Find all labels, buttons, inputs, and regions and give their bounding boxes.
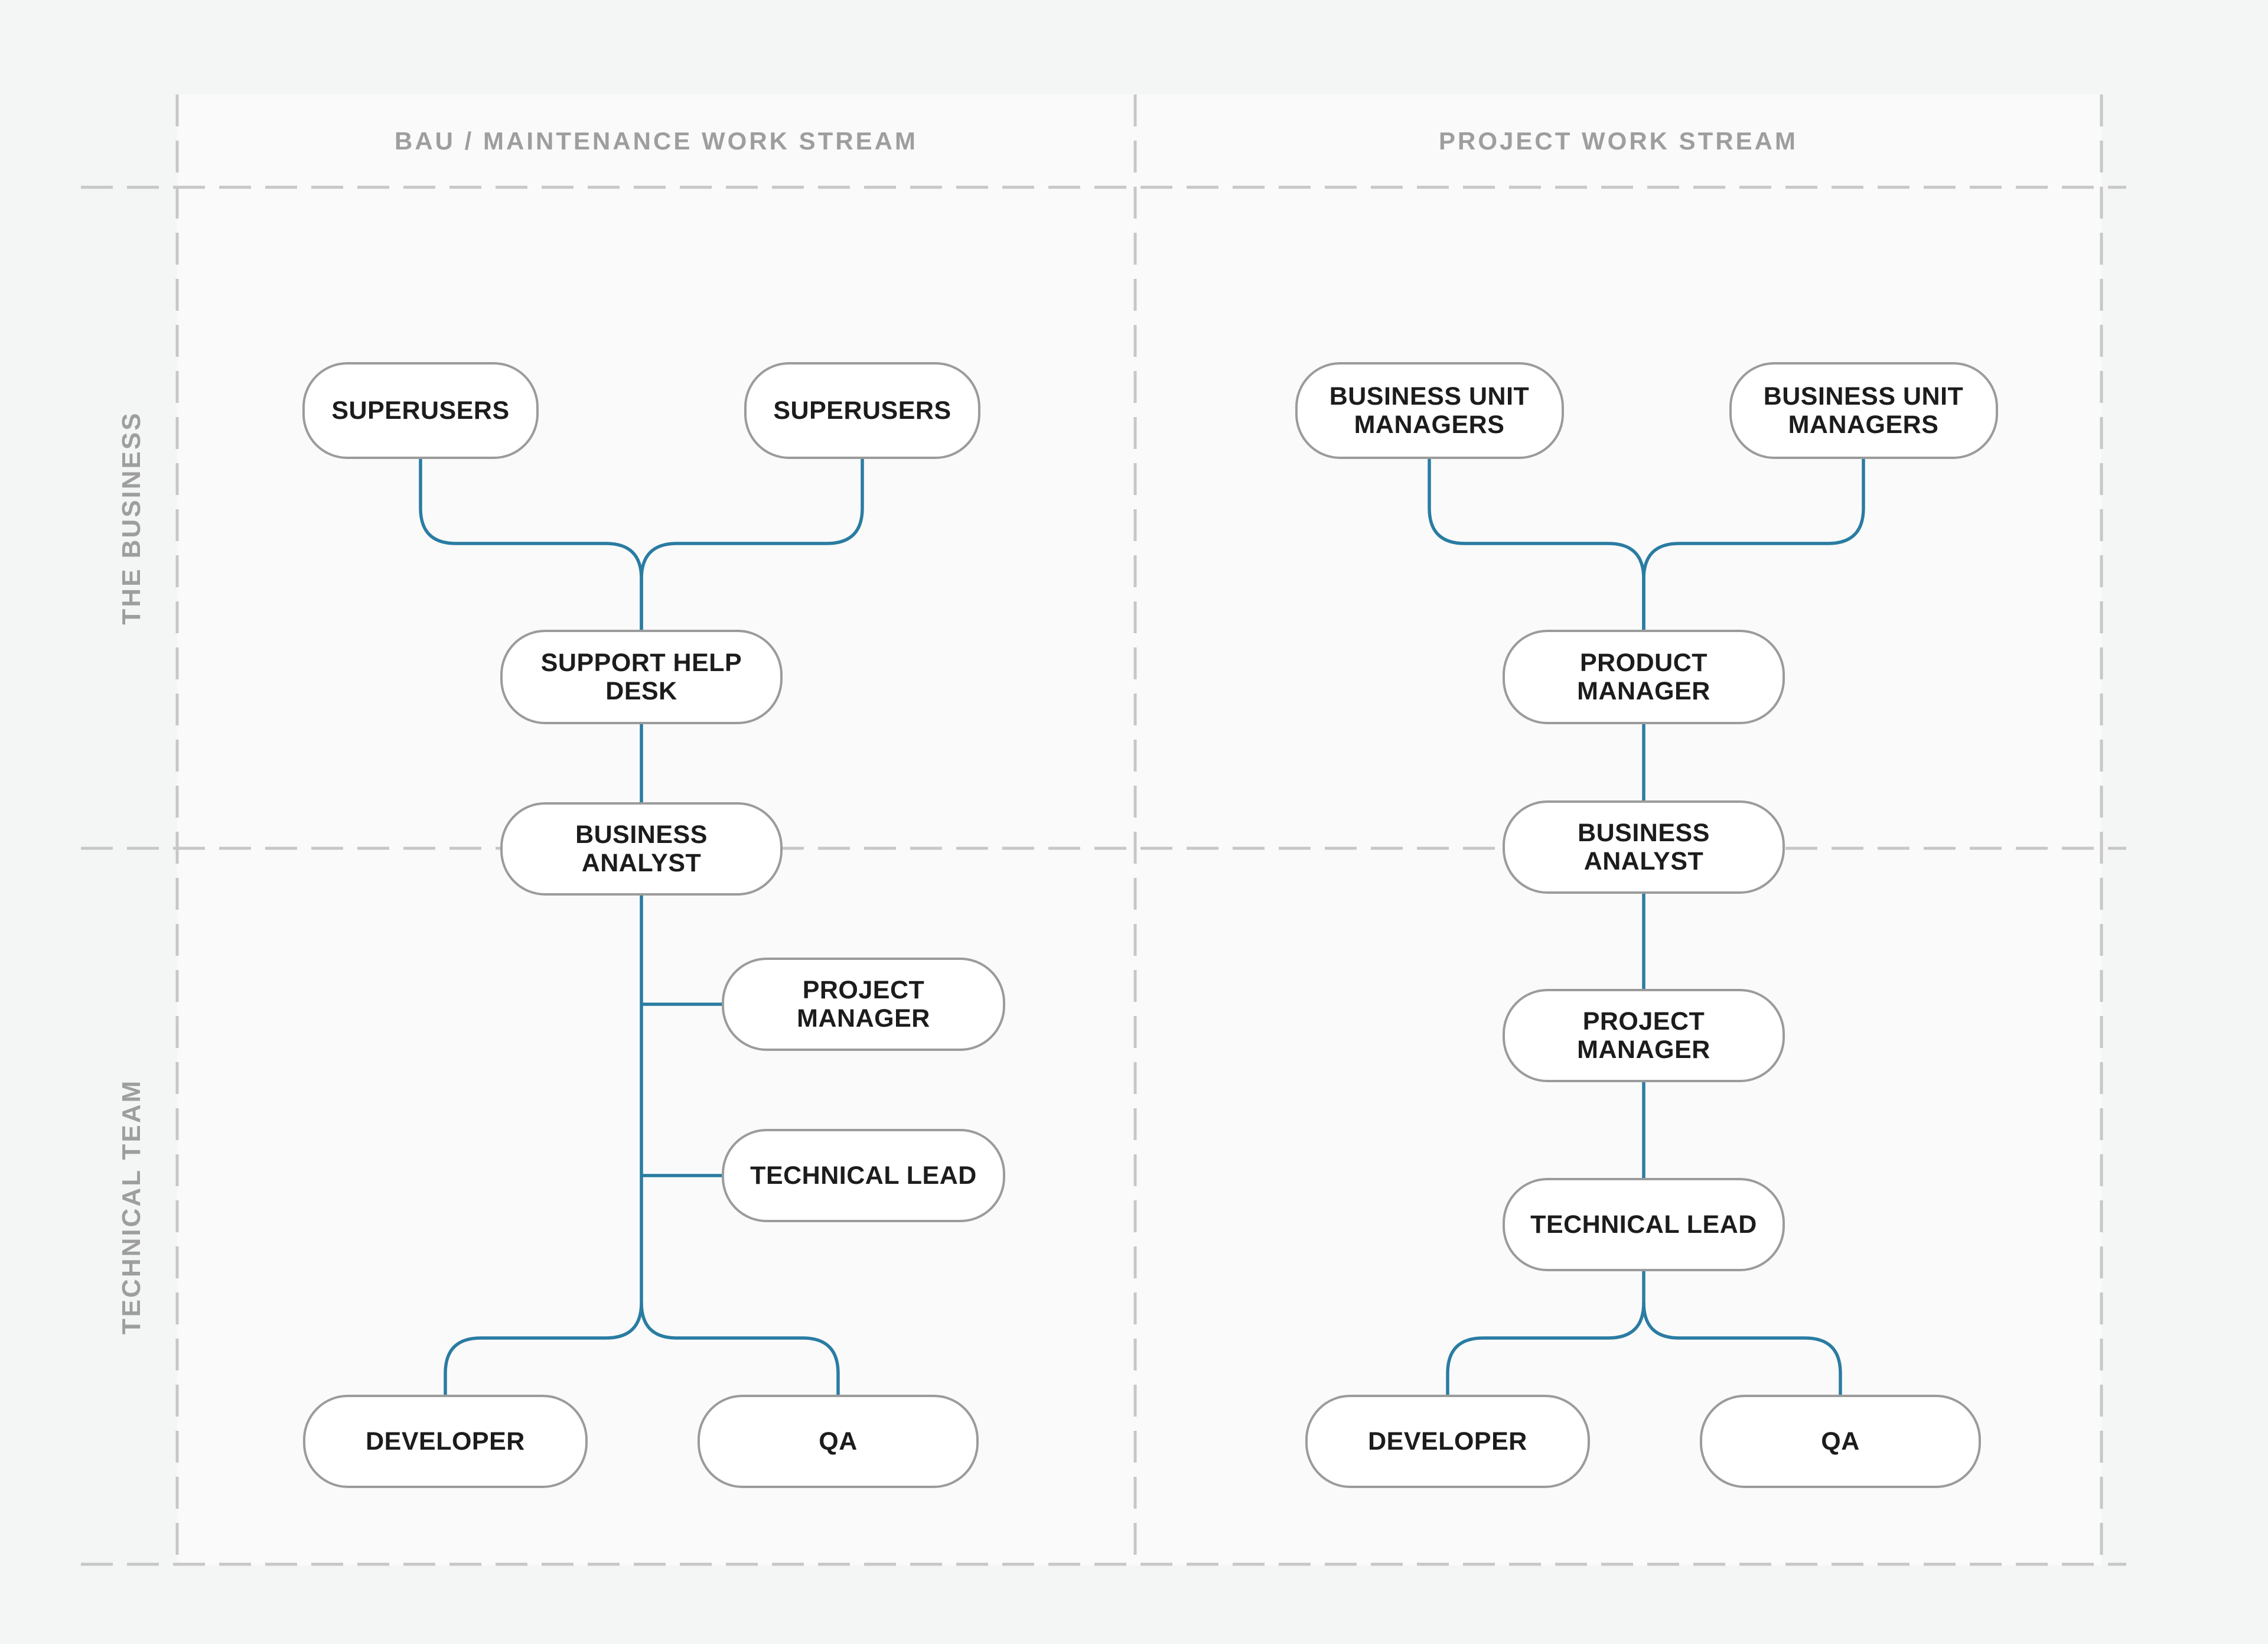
connector-proj-lead-to-developer bbox=[1446, 1271, 1645, 1395]
node-business-analyst-proj: BUSINESS ANALYST bbox=[1503, 800, 1785, 894]
connector-bau-superusers1-to-helpdesk bbox=[419, 459, 643, 631]
node-project-manager-bau: PROJECT MANAGER bbox=[722, 958, 1005, 1051]
connector-bau-trunk-to-developer bbox=[444, 896, 643, 1395]
node-superusers-1: SUPERUSERS bbox=[302, 362, 539, 459]
node-label: PROJECT MANAGER bbox=[1577, 1007, 1710, 1064]
node-label: DEVELOPER bbox=[366, 1427, 525, 1456]
connector-proj-managers1-to-product bbox=[1428, 459, 1645, 631]
node-developer-proj: DEVELOPER bbox=[1305, 1395, 1590, 1488]
row-label-technical-team: TECHNICAL TEAM bbox=[117, 1079, 146, 1335]
node-superusers-2: SUPERUSERS bbox=[744, 362, 980, 459]
node-label: BUSINESS ANALYST bbox=[1578, 818, 1710, 875]
node-label: BUSINESS UNIT MANAGERS bbox=[1763, 382, 1964, 439]
node-business-unit-managers-2: BUSINESS UNIT MANAGERS bbox=[1729, 362, 1998, 459]
connector-proj-lead-to-qa bbox=[1642, 1302, 1842, 1395]
node-label: QA bbox=[819, 1427, 858, 1456]
node-label: SUPERUSERS bbox=[331, 396, 510, 425]
connector-bau-superusers2-to-helpdesk bbox=[640, 459, 864, 631]
node-label: SUPERUSERS bbox=[773, 396, 951, 425]
node-label: PROJECT MANAGER bbox=[797, 975, 930, 1033]
node-qa-proj: QA bbox=[1700, 1395, 1981, 1488]
node-support-help-desk: SUPPORT HELP DESK bbox=[500, 630, 783, 724]
node-qa-bau: QA bbox=[698, 1395, 979, 1488]
column-header-bau: BAU / MAINTENANCE WORK STREAM bbox=[395, 127, 918, 155]
node-label: TECHNICAL LEAD bbox=[1530, 1210, 1757, 1239]
node-label: BUSINESS UNIT MANAGERS bbox=[1329, 382, 1530, 439]
node-business-analyst-bau: BUSINESS ANALYST bbox=[500, 802, 783, 896]
column-header-project: PROJECT WORK STREAM bbox=[1438, 127, 1798, 155]
row-label-the-business: THE BUSINESS bbox=[117, 411, 146, 625]
connector-bau-trunk-to-qa bbox=[640, 1302, 840, 1395]
connector-proj-managers2-to-product bbox=[1642, 459, 1865, 631]
node-project-manager-proj: PROJECT MANAGER bbox=[1503, 989, 1785, 1082]
node-business-unit-managers-1: BUSINESS UNIT MANAGERS bbox=[1295, 362, 1564, 459]
node-label: DEVELOPER bbox=[1368, 1427, 1527, 1456]
node-label: BUSINESS ANALYST bbox=[575, 820, 708, 877]
node-label: PRODUCT MANAGER bbox=[1577, 648, 1710, 705]
node-developer-bau: DEVELOPER bbox=[303, 1395, 588, 1488]
node-label: SUPPORT HELP DESK bbox=[540, 648, 742, 705]
node-technical-lead-bau: TECHNICAL LEAD bbox=[722, 1129, 1005, 1222]
node-label: QA bbox=[1821, 1427, 1860, 1456]
node-label: TECHNICAL LEAD bbox=[750, 1161, 977, 1190]
node-technical-lead-proj: TECHNICAL LEAD bbox=[1503, 1178, 1785, 1271]
node-product-manager: PRODUCT MANAGER bbox=[1503, 630, 1785, 724]
